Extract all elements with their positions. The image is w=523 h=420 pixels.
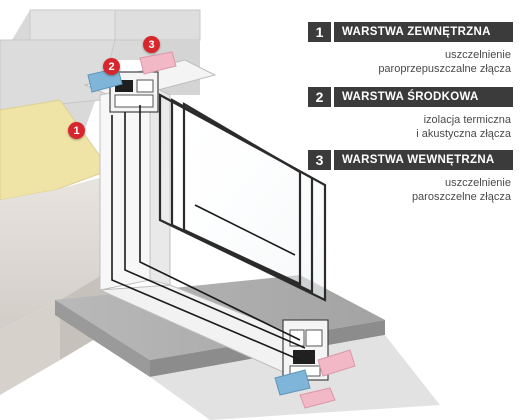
marker-3: 3 bbox=[143, 36, 160, 53]
front-wall bbox=[0, 175, 110, 395]
legend-number-3: 3 bbox=[308, 150, 334, 170]
legend-number-1: 1 bbox=[308, 22, 334, 42]
seal-tapes-bottom bbox=[274, 349, 356, 409]
legend-desc-1-line-2: paroprzepuszczalne złącza bbox=[378, 63, 511, 75]
facade-insulation bbox=[0, 99, 111, 201]
legend-desc-3-line-2: paroszczelne złącza bbox=[411, 191, 511, 203]
legend-number-2: 2 bbox=[308, 87, 334, 107]
legend-layer-1: 1 WARSTWA ZEWNĘTRZNA uszczelnienie parop… bbox=[308, 22, 513, 76]
glass-panes bbox=[158, 93, 327, 302]
legend-layer-2: 2 WARSTWA ŚRODKOWA izolacja termiczna i … bbox=[308, 87, 513, 141]
legend-title-1: WARSTWA ZEWNĘTRZNA bbox=[342, 26, 491, 38]
legend-desc-2: izolacja termiczna i akustyczna złącza bbox=[308, 113, 513, 141]
legend-layer-3: 3 WARSTWA WEWNĘTRZNA uszczelnienie paros… bbox=[308, 150, 513, 204]
marker-2: 2 bbox=[103, 58, 120, 75]
legend-header-1: 1 WARSTWA ZEWNĘTRZNA bbox=[308, 22, 513, 42]
legend-desc-2-line-2: i akustyczna złącza bbox=[416, 128, 511, 140]
legend-header-3: 3 WARSTWA WEWNĘTRZNA bbox=[308, 150, 513, 170]
legend-desc-3: uszczelnienie paroszczelne złącza bbox=[308, 176, 513, 204]
legend-desc-1-line-1: uszczelnienie bbox=[444, 49, 511, 61]
legend-title-2: WARSTWA ŚRODKOWA bbox=[342, 91, 479, 103]
legend-desc-3-line-1: uszczelnienie bbox=[444, 177, 511, 189]
legend-title-3: WARSTWA WEWNĘTRZNA bbox=[342, 154, 495, 166]
sash-inner-lines bbox=[111, 105, 306, 361]
legend-header-2: 2 WARSTWA ŚRODKOWA bbox=[308, 87, 513, 107]
marker-1: 1 bbox=[68, 122, 85, 139]
legend-desc-2-line-1: izolacja termiczna bbox=[423, 114, 511, 126]
legend-desc-1: uszczelnienie paroprzepuszczalne złącza bbox=[308, 48, 513, 76]
